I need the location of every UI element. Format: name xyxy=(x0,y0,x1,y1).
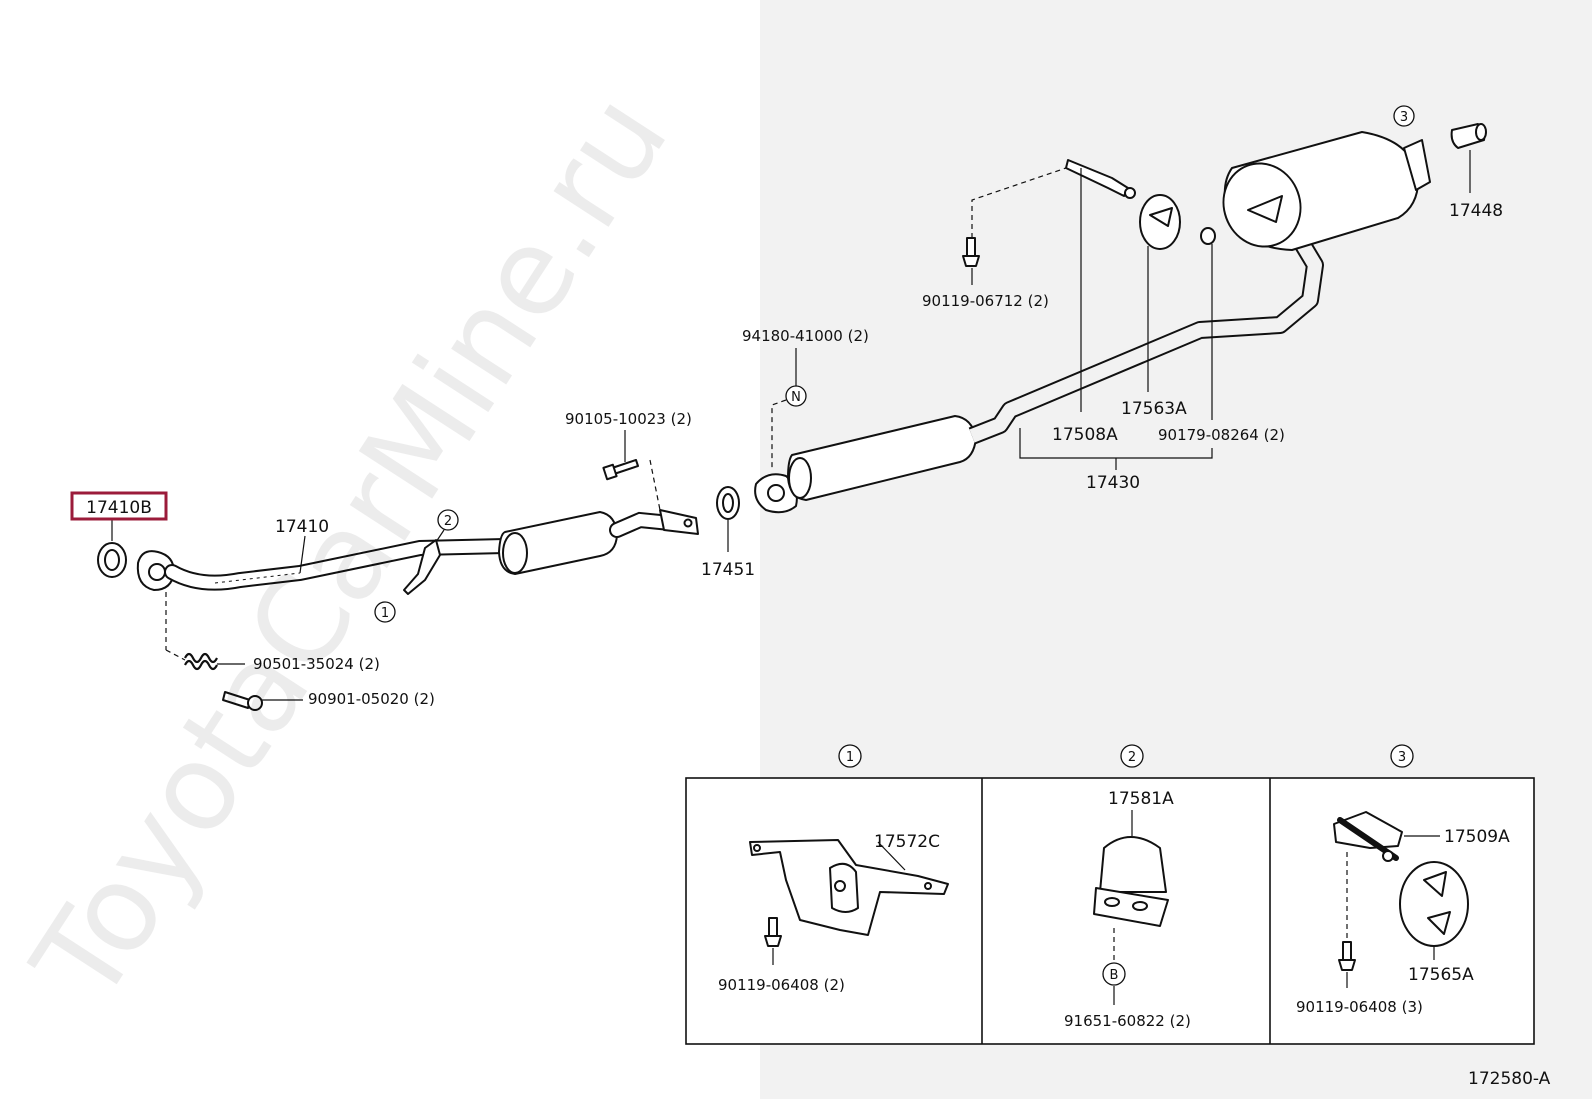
dash-90119-06712 xyxy=(971,167,1067,238)
detail-1-tag-text: 1 xyxy=(846,750,854,765)
label-90119-box3: 90119-06408 (3) xyxy=(1296,998,1423,1016)
label-90501: 90501-35024 (2) xyxy=(253,655,380,673)
hanger-bracket-17509a[interactable] xyxy=(1333,811,1403,862)
detail-3-tag xyxy=(1390,744,1414,768)
callout-3[interactable] xyxy=(1393,105,1415,127)
detail-2-tag-text: 2 xyxy=(1128,750,1136,765)
callout-2[interactable] xyxy=(437,509,459,531)
front-muffler[interactable] xyxy=(498,509,699,575)
label-17410: 17410 xyxy=(275,517,329,537)
diagram-id: 172580-A xyxy=(1468,1069,1551,1089)
hanger-bracket-17572c[interactable] xyxy=(749,839,949,936)
callout-b-text: B xyxy=(1110,968,1119,983)
hanger-bracket-1[interactable] xyxy=(403,539,441,595)
label-17563a: 17563A xyxy=(1121,399,1187,419)
tail-pipe-flange[interactable] xyxy=(754,473,798,514)
label-17448: 17448 xyxy=(1449,201,1503,221)
rubber-hanger-17565a[interactable] xyxy=(1399,861,1469,947)
gasket-17451[interactable] xyxy=(716,486,740,520)
dash-94180 xyxy=(771,399,787,470)
label-17572c: 17572C xyxy=(874,832,940,852)
bolt-90119-06408-box1[interactable] xyxy=(764,917,782,947)
leader-17410 xyxy=(299,535,306,574)
label-17430: 17430 xyxy=(1086,473,1140,493)
label-17508a: 17508A xyxy=(1052,425,1118,445)
callout-n[interactable] xyxy=(785,385,807,407)
compression-spring-90501[interactable] xyxy=(184,652,218,671)
label-17509a: 17509A xyxy=(1444,827,1510,847)
leader-17572c xyxy=(877,841,906,871)
label-90119-06712: 90119-06712 (2) xyxy=(922,292,1049,310)
dash-90105 xyxy=(649,459,661,511)
nut-90179[interactable] xyxy=(1200,227,1216,245)
label-17581a: 17581A xyxy=(1108,789,1174,809)
callout-2-text: 2 xyxy=(444,514,452,529)
label-90901: 90901-05020 (2) xyxy=(308,690,435,708)
detail-3-tag-text: 3 xyxy=(1398,750,1406,765)
rear-muffler[interactable] xyxy=(1212,131,1431,257)
detail-1-tag xyxy=(838,744,862,768)
rubber-hanger-17563a[interactable] xyxy=(1139,194,1181,250)
callout-b[interactable] xyxy=(1102,962,1126,986)
label-17565a: 17565A xyxy=(1408,965,1474,985)
label-90105: 90105-10023 (2) xyxy=(565,410,692,428)
bolt-90119-06712[interactable] xyxy=(962,237,980,267)
highlight-box-17410b[interactable] xyxy=(70,491,168,521)
center-muffler[interactable] xyxy=(787,415,977,501)
label-90119-box1: 90119-06408 (2) xyxy=(718,976,845,994)
rubber-mount-17581a[interactable] xyxy=(1093,836,1169,927)
bolt-90901-05020[interactable] xyxy=(222,691,263,711)
label-91651: 91651-60822 (2) xyxy=(1064,1012,1191,1030)
label-17410b: 17410B xyxy=(86,498,152,518)
tail-tip-17448[interactable] xyxy=(1450,123,1487,149)
callout-1-text: 1 xyxy=(381,606,389,621)
dash-front-flange-2 xyxy=(165,649,186,661)
leader-callout-2 xyxy=(435,529,445,543)
front-pipe-17410[interactable] xyxy=(164,538,513,591)
bolt-90119-06408-box3[interactable] xyxy=(1338,941,1356,971)
detail-2-tag xyxy=(1120,744,1144,768)
label-90179: 90179-08264 (2) xyxy=(1158,426,1285,444)
callout-1[interactable] xyxy=(374,601,396,623)
bolt-90105-10023[interactable] xyxy=(602,459,639,481)
callout-n-text: N xyxy=(791,390,801,405)
tail-pipe[interactable] xyxy=(968,235,1324,445)
callout-3-text: 3 xyxy=(1400,110,1408,125)
gasket-17410b[interactable] xyxy=(97,542,127,578)
label-94180: 94180-41000 (2) xyxy=(742,327,869,345)
label-17451: 17451 xyxy=(701,560,755,580)
